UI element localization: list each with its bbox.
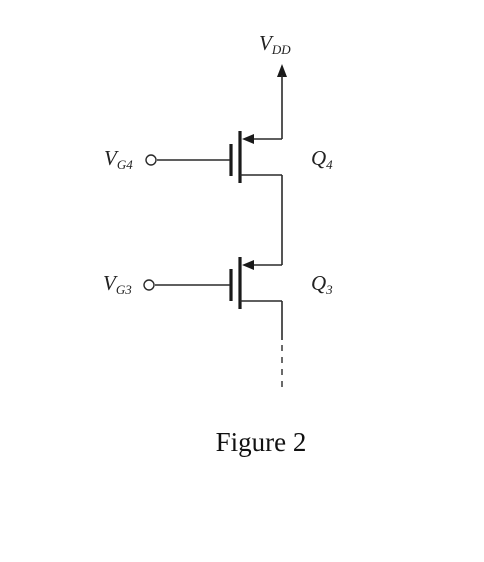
vg3-label: VG3: [103, 271, 132, 297]
q4-label: Q4: [311, 146, 333, 172]
transistor-q4: [145, 131, 282, 183]
q3-source-arrow: [242, 260, 254, 270]
q4-source-arrow: [242, 134, 254, 144]
q3-label-main: Q: [311, 271, 326, 295]
q4-label-main: Q: [311, 146, 326, 170]
q4-label-sub: 4: [326, 157, 333, 172]
vdd-label-sub: DD: [271, 42, 291, 57]
vdd-arrow-head: [277, 64, 287, 77]
vg4-label-main: V: [104, 146, 119, 170]
vg3-terminal: [143, 279, 155, 291]
q3-label: Q3: [311, 271, 333, 297]
vg3-label-sub: G3: [116, 282, 132, 297]
vdd-label: VDD: [259, 31, 291, 57]
vdd-label-main: V: [259, 31, 274, 55]
vg3-label-main: V: [103, 271, 118, 295]
figure-caption: Figure 2: [216, 427, 307, 457]
vg4-label-sub: G4: [117, 157, 133, 172]
vg4-label: VG4: [104, 146, 133, 172]
q3-label-sub: 3: [325, 282, 333, 297]
transistor-q3: [143, 257, 282, 309]
vg4-terminal: [145, 154, 157, 166]
